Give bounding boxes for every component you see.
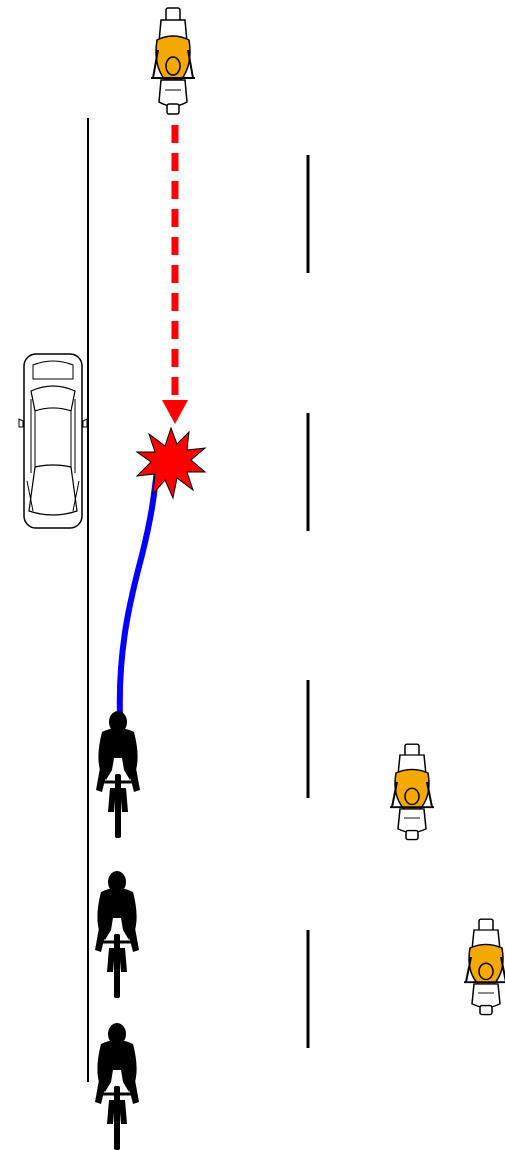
cyclist-swerve-path <box>120 470 157 716</box>
motorcyclist-top-view-icon <box>151 8 195 114</box>
cyclist-silhouette-icon <box>95 1023 139 1150</box>
cyclist-silhouette-icon <box>95 871 139 998</box>
motorcyclist-top-view-icon <box>464 919 505 1014</box>
projected-path-arrow <box>162 125 188 424</box>
parked-car-top-view-icon <box>19 354 87 528</box>
collision-burst-icon <box>137 428 205 498</box>
motorcyclist-top-view-icon <box>390 744 434 839</box>
cyclist-silhouette-icon <box>96 711 140 838</box>
